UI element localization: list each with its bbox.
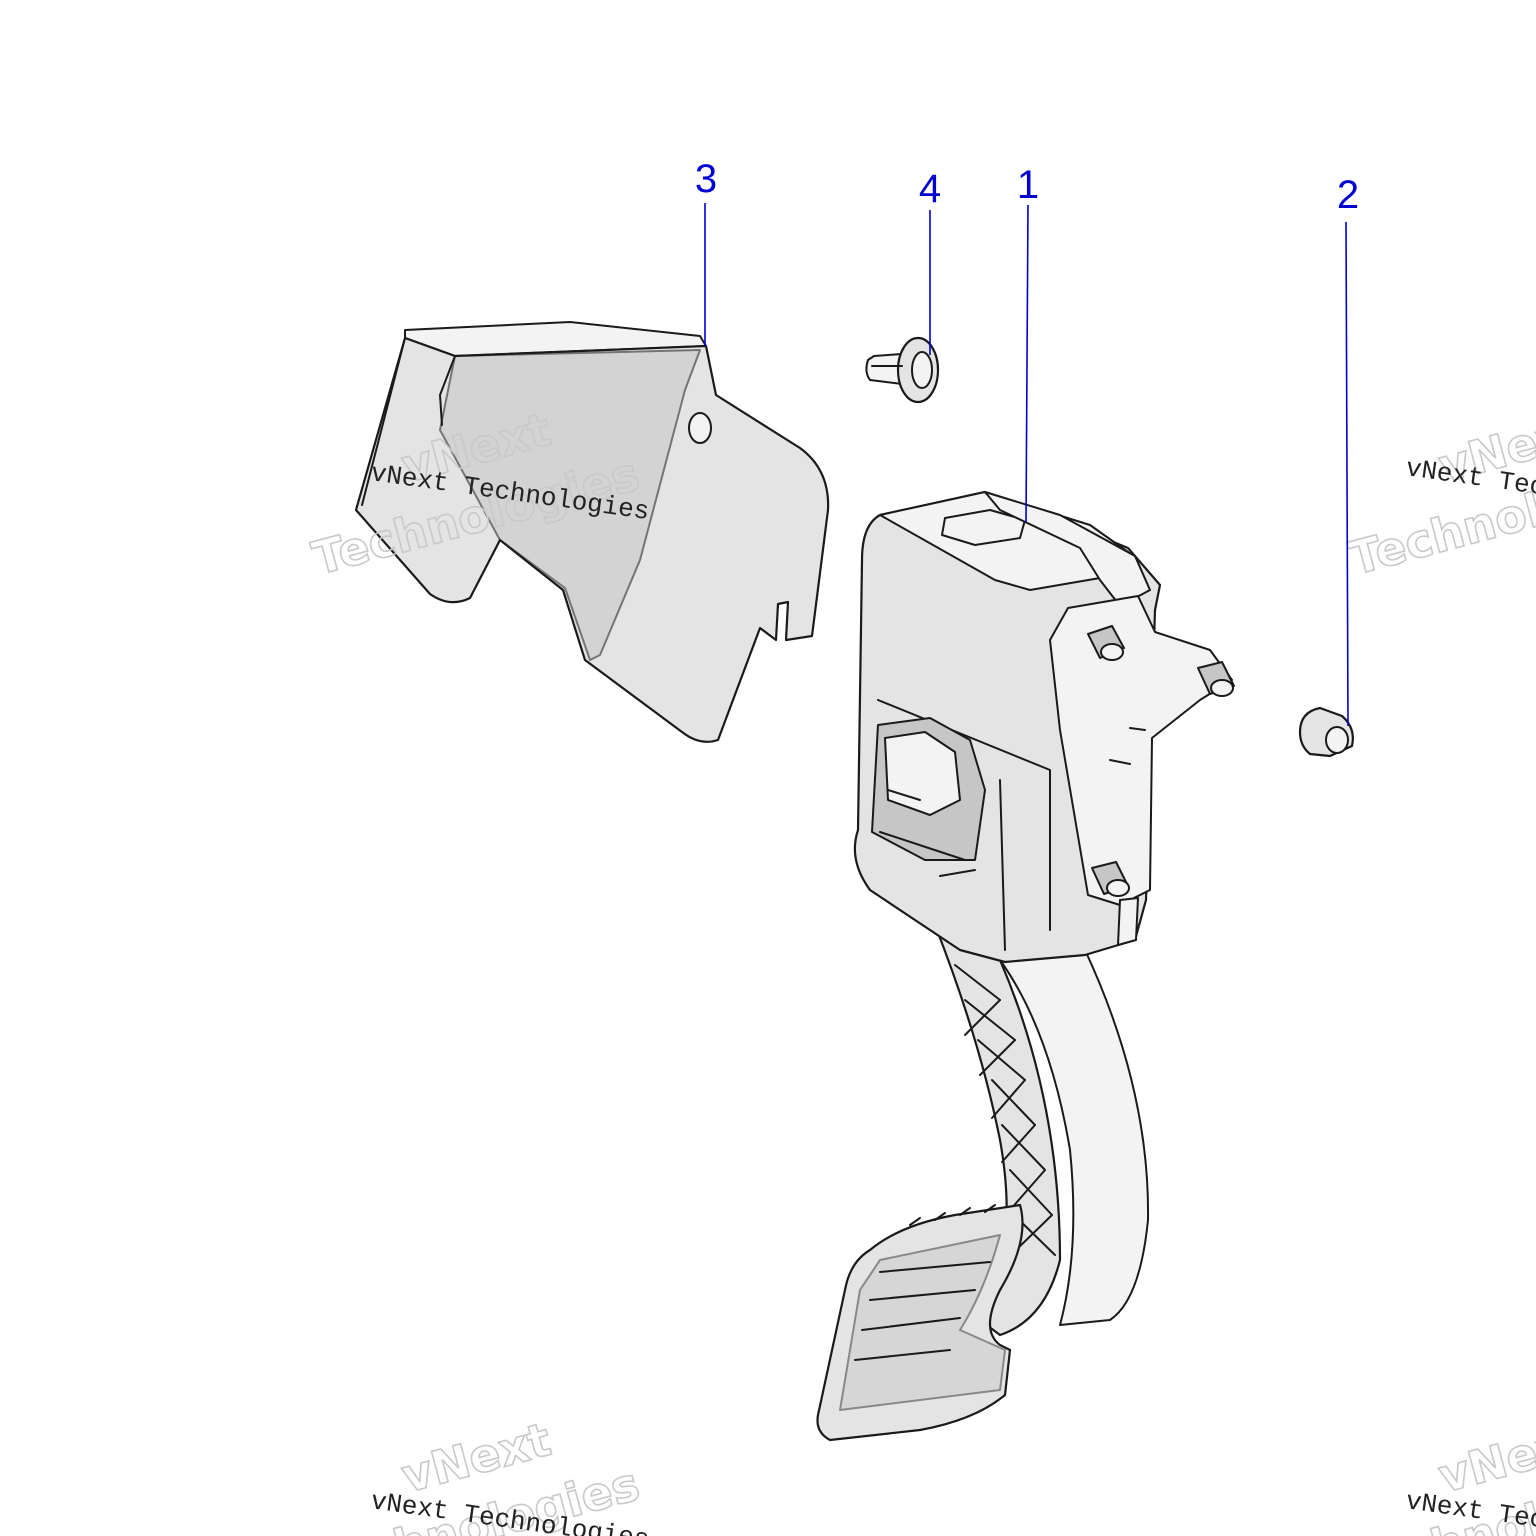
stud-right xyxy=(1197,661,1235,697)
pedal-assembly-part xyxy=(816,490,1235,1442)
callout-number-1: 1 xyxy=(1017,163,1039,207)
callout-3: 3 xyxy=(695,157,717,346)
heat-shield-part xyxy=(354,321,830,743)
stud-lower xyxy=(1091,861,1130,897)
callout-number-4: 4 xyxy=(919,167,941,211)
callout-number-3: 3 xyxy=(695,157,717,201)
callout-leader-2 xyxy=(1345,221,1349,727)
callout-leader-1 xyxy=(1025,204,1029,523)
callout-number-2: 2 xyxy=(1337,173,1359,217)
nut-part xyxy=(1298,706,1354,758)
push-rivet-part xyxy=(865,336,940,404)
watermark-outline-word-1: vNext xyxy=(1433,1412,1536,1503)
stud-upper-left xyxy=(1087,625,1125,661)
callout-1: 1 xyxy=(1017,163,1039,523)
callout-2: 2 xyxy=(1337,173,1359,727)
callout-4: 4 xyxy=(919,167,941,355)
